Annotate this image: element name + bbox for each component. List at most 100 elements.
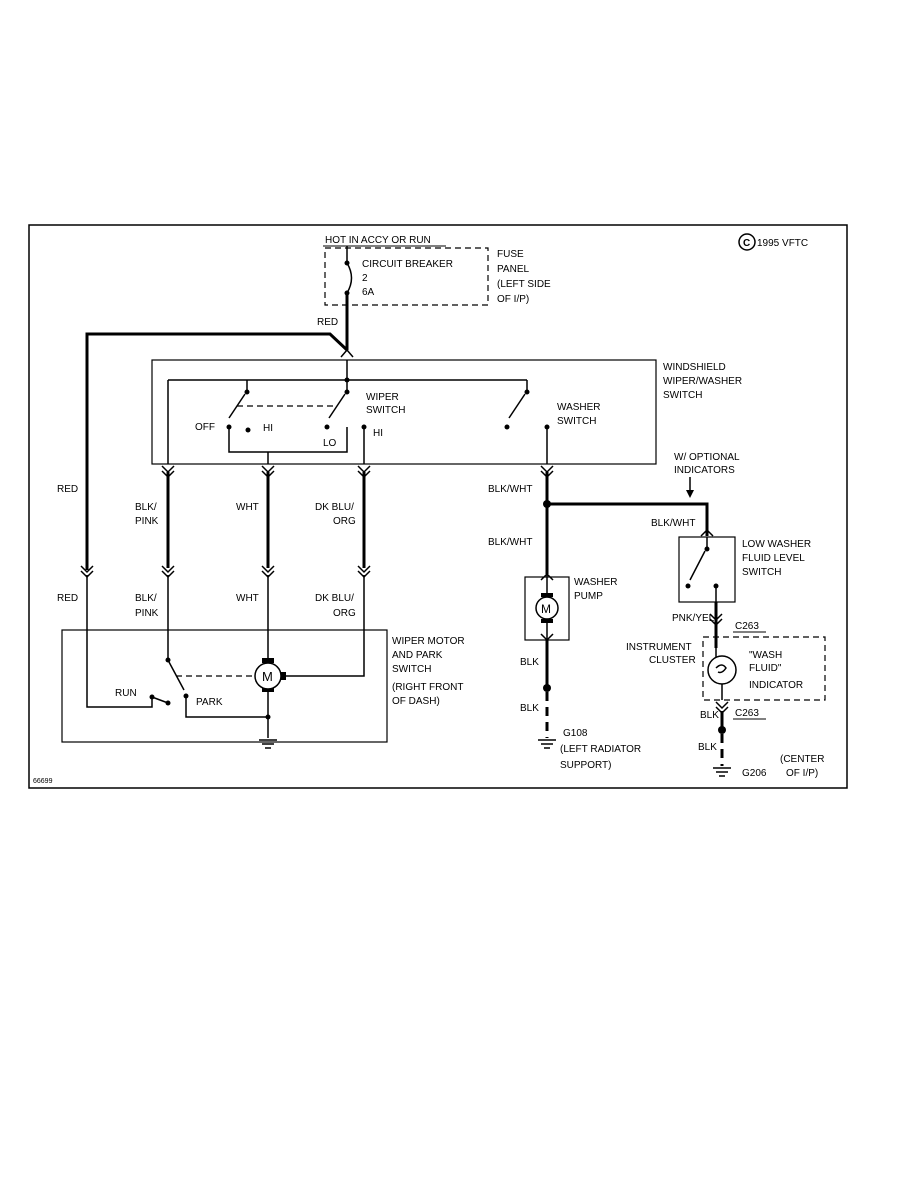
feed-node <box>344 377 350 383</box>
low-washer-arm <box>689 550 706 581</box>
c263-label-a: C263 <box>735 621 759 632</box>
washer-pump-connector-top <box>540 572 554 581</box>
windshield-switch-title-2: WIPER/WASHER <box>663 376 742 387</box>
blk-label-4: BLK <box>698 742 717 753</box>
blk-pink-label-2b: PINK <box>135 608 159 619</box>
optional-indicators-1: W/ OPTIONAL <box>674 452 740 463</box>
park-label: PARK <box>196 697 223 708</box>
blk-wht-label-3: BLK/WHT <box>651 518 695 529</box>
wiper-switch-arm <box>328 393 346 419</box>
run-link <box>151 696 169 704</box>
wiper-motor-title-2: AND PARK <box>392 650 443 661</box>
red-branch-wire <box>85 332 349 570</box>
indicator-label-3: INDICATOR <box>749 680 803 691</box>
g108-splice <box>543 684 551 692</box>
g206-location-1: (CENTER <box>780 754 824 765</box>
contact-lo <box>324 424 330 430</box>
fuse-panel-box <box>324 247 489 306</box>
fuse-panel-label-1: FUSE <box>497 249 524 260</box>
dk-blu-org-label-2a: DK BLU/ <box>315 593 354 604</box>
g206-splice <box>718 726 726 734</box>
wiper-switch-label-2: SWITCH <box>366 405 405 416</box>
g206-ground-symbol <box>713 767 731 777</box>
wiper-motor-m: M <box>262 669 273 684</box>
run-contact-2 <box>165 700 171 706</box>
hi-label-a: HI <box>263 423 273 434</box>
blk-pink-label-2a: BLK/ <box>135 593 157 604</box>
dk-blu-org-label-1b: ORG <box>333 516 356 527</box>
low-washer-contact-top <box>704 546 710 552</box>
optional-arrow-head <box>686 490 694 498</box>
motor-ground-node <box>265 714 271 720</box>
diagram-frame <box>28 224 848 789</box>
contact-park <box>244 389 250 395</box>
washer-pump-brush-top <box>541 593 553 597</box>
park-pivot <box>165 657 171 663</box>
instrument-cluster-label-1: INSTRUMENT <box>626 642 692 653</box>
circuit-breaker-symbol <box>346 262 353 294</box>
wiper-motor-title-4: (RIGHT FRONT <box>392 682 463 693</box>
wiper-motor-title-5: OF DASH) <box>392 696 440 707</box>
g206-location-2: OF I/P) <box>786 768 818 779</box>
hi-lo-internal-wire <box>228 427 348 453</box>
wiper-switch-label-1: WIPER <box>366 392 399 403</box>
fuse-panel-label-2: PANEL <box>497 264 529 275</box>
indicator-label-2: FLUID" <box>749 663 782 674</box>
washer-branch-wire <box>547 502 709 536</box>
run-label: RUN <box>115 688 137 699</box>
figure-id: 66699 <box>33 778 53 785</box>
c263-connector-a <box>709 613 723 627</box>
washer-switch-label-1: WASHER <box>557 402 601 413</box>
red-label-2: RED <box>57 593 78 604</box>
g108-label: G108 <box>563 728 588 739</box>
wiper-motor-brush-side <box>281 672 286 680</box>
wiper-motor-brush-top <box>262 658 274 663</box>
blk-label-2: BLK <box>520 703 539 714</box>
blk-label-3: BLK <box>700 710 719 721</box>
wash-fluid-lamp <box>707 655 737 685</box>
indicator-label-1: "WASH <box>749 650 782 661</box>
motor-ground-symbol <box>259 739 277 749</box>
off-label: OFF <box>195 422 215 433</box>
wht-label-1: WHT <box>236 502 259 513</box>
dk-blu-motor-wire <box>286 575 365 677</box>
lamp-filament <box>715 664 727 674</box>
blk-wht-label-2: BLK/WHT <box>488 537 532 548</box>
hi-label-b: HI <box>373 428 383 439</box>
circuit-breaker-rating: 6A <box>362 287 375 298</box>
blk-wht-label-1: BLK/WHT <box>488 484 532 495</box>
washer-pump-brush-bottom <box>541 619 553 623</box>
dk-blu-org-label-2b: ORG <box>333 608 356 619</box>
connector-row-motor <box>80 565 371 579</box>
windshield-switch-title-1: WINDSHIELD <box>663 362 726 373</box>
park-ground-wire <box>185 696 268 718</box>
hot-in-accy-label: HOT IN ACCY OR RUN <box>325 235 431 246</box>
washer-pump-label-1: WASHER <box>574 577 618 588</box>
lo-label: LO <box>323 438 337 449</box>
blk-pink-label-1b: PINK <box>135 516 159 527</box>
low-washer-contact-left <box>685 583 691 589</box>
washer-switch-arm <box>508 393 526 419</box>
fuse-panel-label-4: OF I/P) <box>497 294 529 305</box>
low-washer-label-3: SWITCH <box>742 567 781 578</box>
optional-indicators-2: INDICATORS <box>674 465 735 476</box>
wht-label-2: WHT <box>236 593 259 604</box>
circuit-breaker-number: 2 <box>362 273 368 284</box>
red-switch-connector <box>340 348 354 358</box>
wiper-motor-title-3: SWITCH <box>392 664 431 675</box>
g108-location-1: (LEFT RADIATOR <box>560 744 641 755</box>
pnk-yel-label: PNK/YEL <box>672 613 715 624</box>
g108-ground-symbol <box>538 739 556 749</box>
copyright-text: 1995 VFTC <box>757 238 808 249</box>
wiper-motor-box <box>61 629 388 743</box>
fuse-panel-label-3: (LEFT SIDE <box>497 279 551 290</box>
low-washer-label-2: FLUID LEVEL <box>742 553 805 564</box>
copyright-circle <box>738 233 756 251</box>
contact-hi-a <box>245 427 251 433</box>
contact-feed <box>344 389 350 395</box>
washer-pump-m: M <box>541 602 551 616</box>
instrument-cluster-label-2: CLUSTER <box>649 655 696 666</box>
instrument-cluster-box <box>702 636 826 701</box>
dk-blu-org-label-1a: DK BLU/ <box>315 502 354 513</box>
